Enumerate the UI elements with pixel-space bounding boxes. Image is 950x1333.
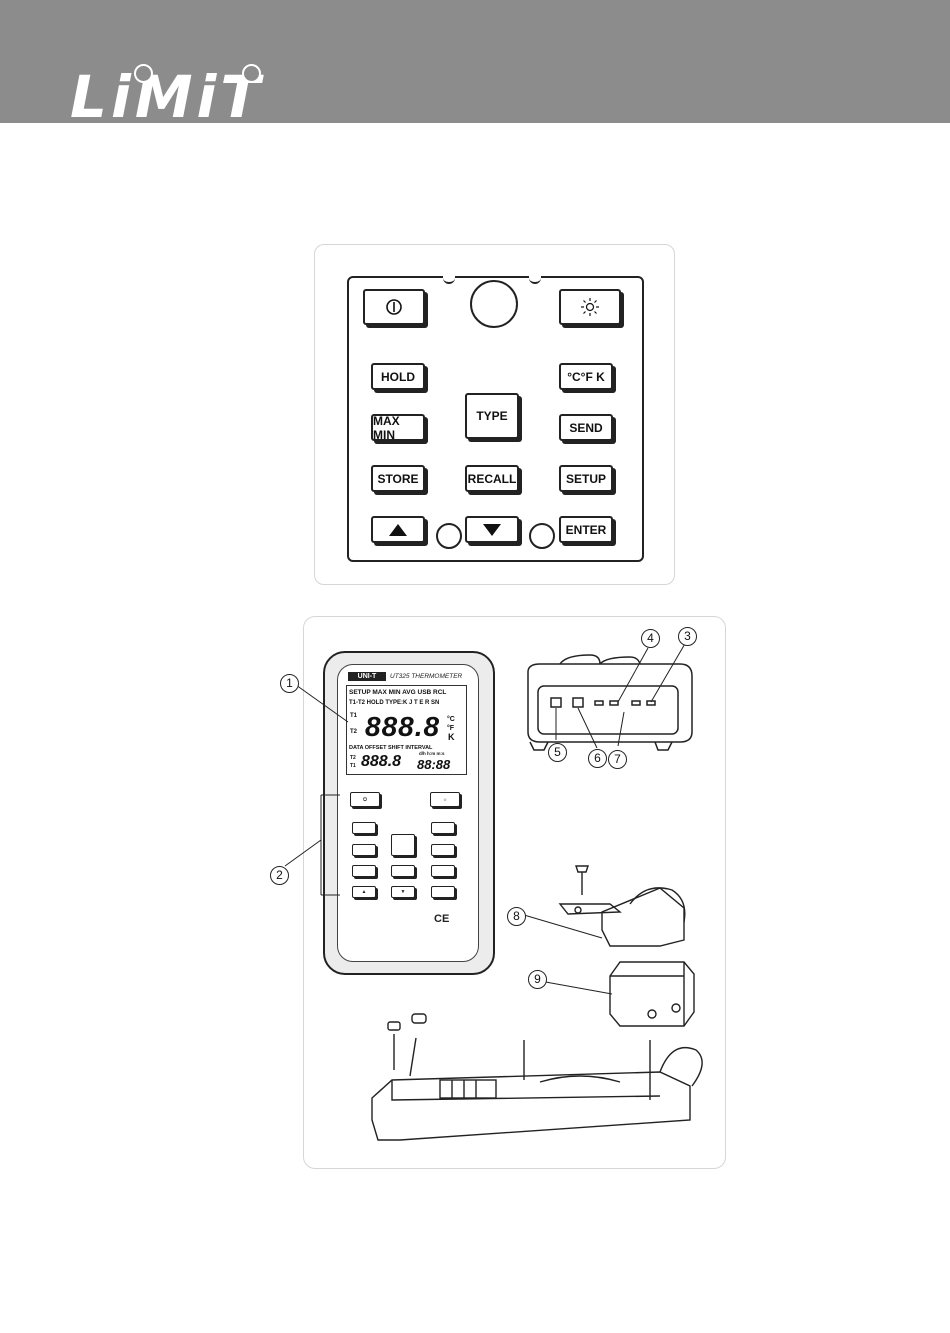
callout-7: 7 bbox=[608, 750, 627, 769]
callout-4: 4 bbox=[641, 629, 660, 648]
callout-1: 1 bbox=[280, 674, 299, 693]
leader-lines bbox=[285, 642, 686, 994]
battery bbox=[610, 962, 694, 1026]
device-top-view bbox=[528, 655, 692, 750]
callout-2: 2 bbox=[270, 866, 289, 885]
callout-6: 6 bbox=[588, 749, 607, 768]
callout-3: 3 bbox=[678, 627, 697, 646]
callout-8: 8 bbox=[507, 907, 526, 926]
holster-clip bbox=[560, 866, 685, 946]
back-housing bbox=[372, 1014, 702, 1140]
callout-5: 5 bbox=[548, 743, 567, 762]
callout-9: 9 bbox=[528, 970, 547, 989]
